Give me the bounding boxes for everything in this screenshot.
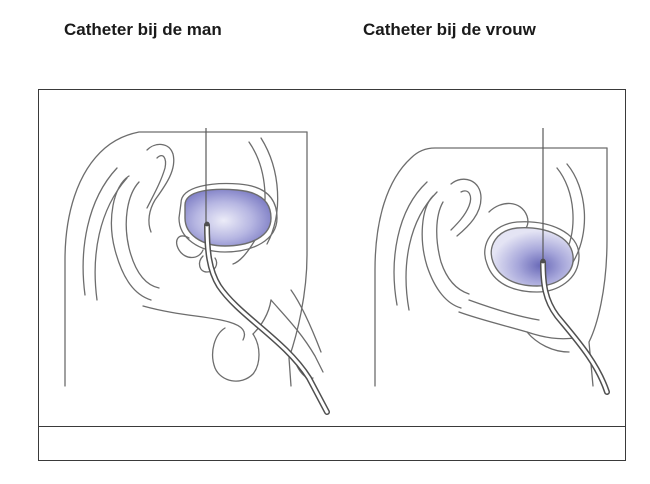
female-anatomy-illustration: [374, 128, 610, 395]
frame-divider: [39, 426, 625, 427]
title-male: Catheter bij de man: [64, 20, 222, 39]
illustration-frame: [38, 89, 626, 461]
title-female: Catheter bij de vrouw: [363, 20, 536, 39]
male-anatomy-illustration: [64, 128, 330, 415]
